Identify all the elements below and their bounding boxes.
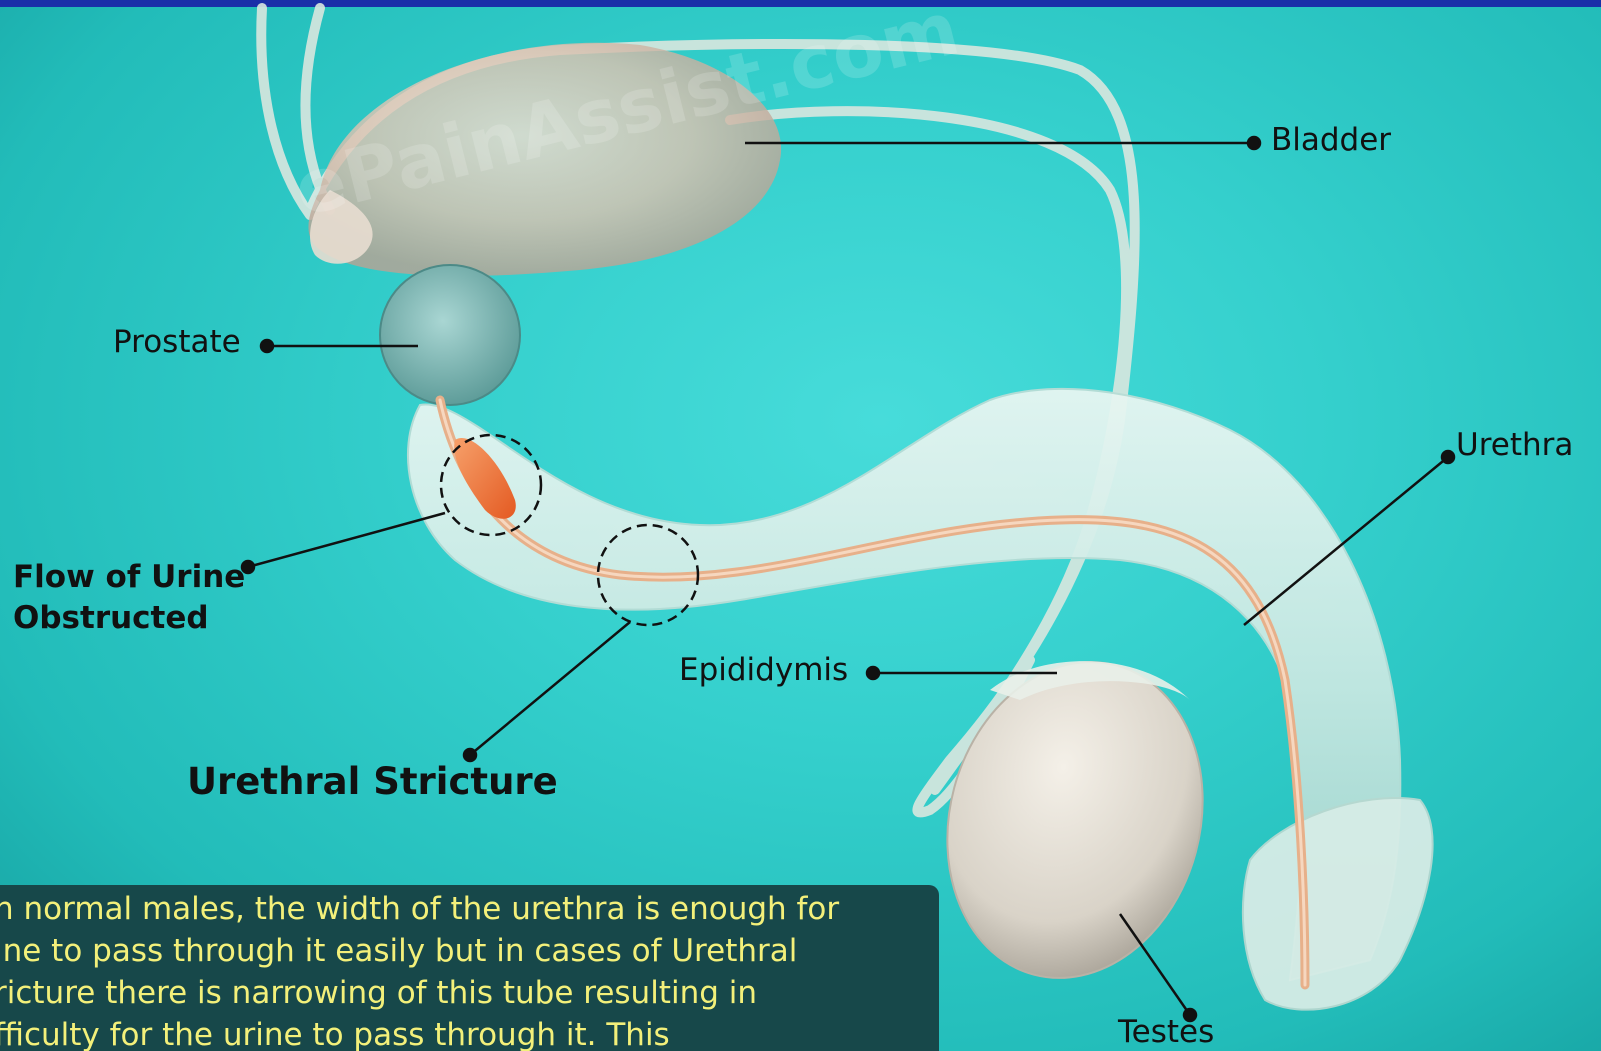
label-urethra: Urethra	[1456, 427, 1573, 463]
label-urethral-stricture: Urethral Stricture	[187, 760, 558, 803]
label-epididymis: Epididymis	[679, 652, 848, 688]
label-bladder: Bladder	[1271, 122, 1391, 158]
label-flow-line2: Obstructed	[13, 598, 209, 639]
label-flow-line1: Flow of Urine	[13, 557, 245, 598]
label-testes: Testes	[1118, 1014, 1214, 1050]
prostate-shape	[380, 265, 520, 405]
info-text: n normal males, the width of the urethra…	[0, 888, 994, 1051]
label-prostate: Prostate	[113, 324, 241, 360]
